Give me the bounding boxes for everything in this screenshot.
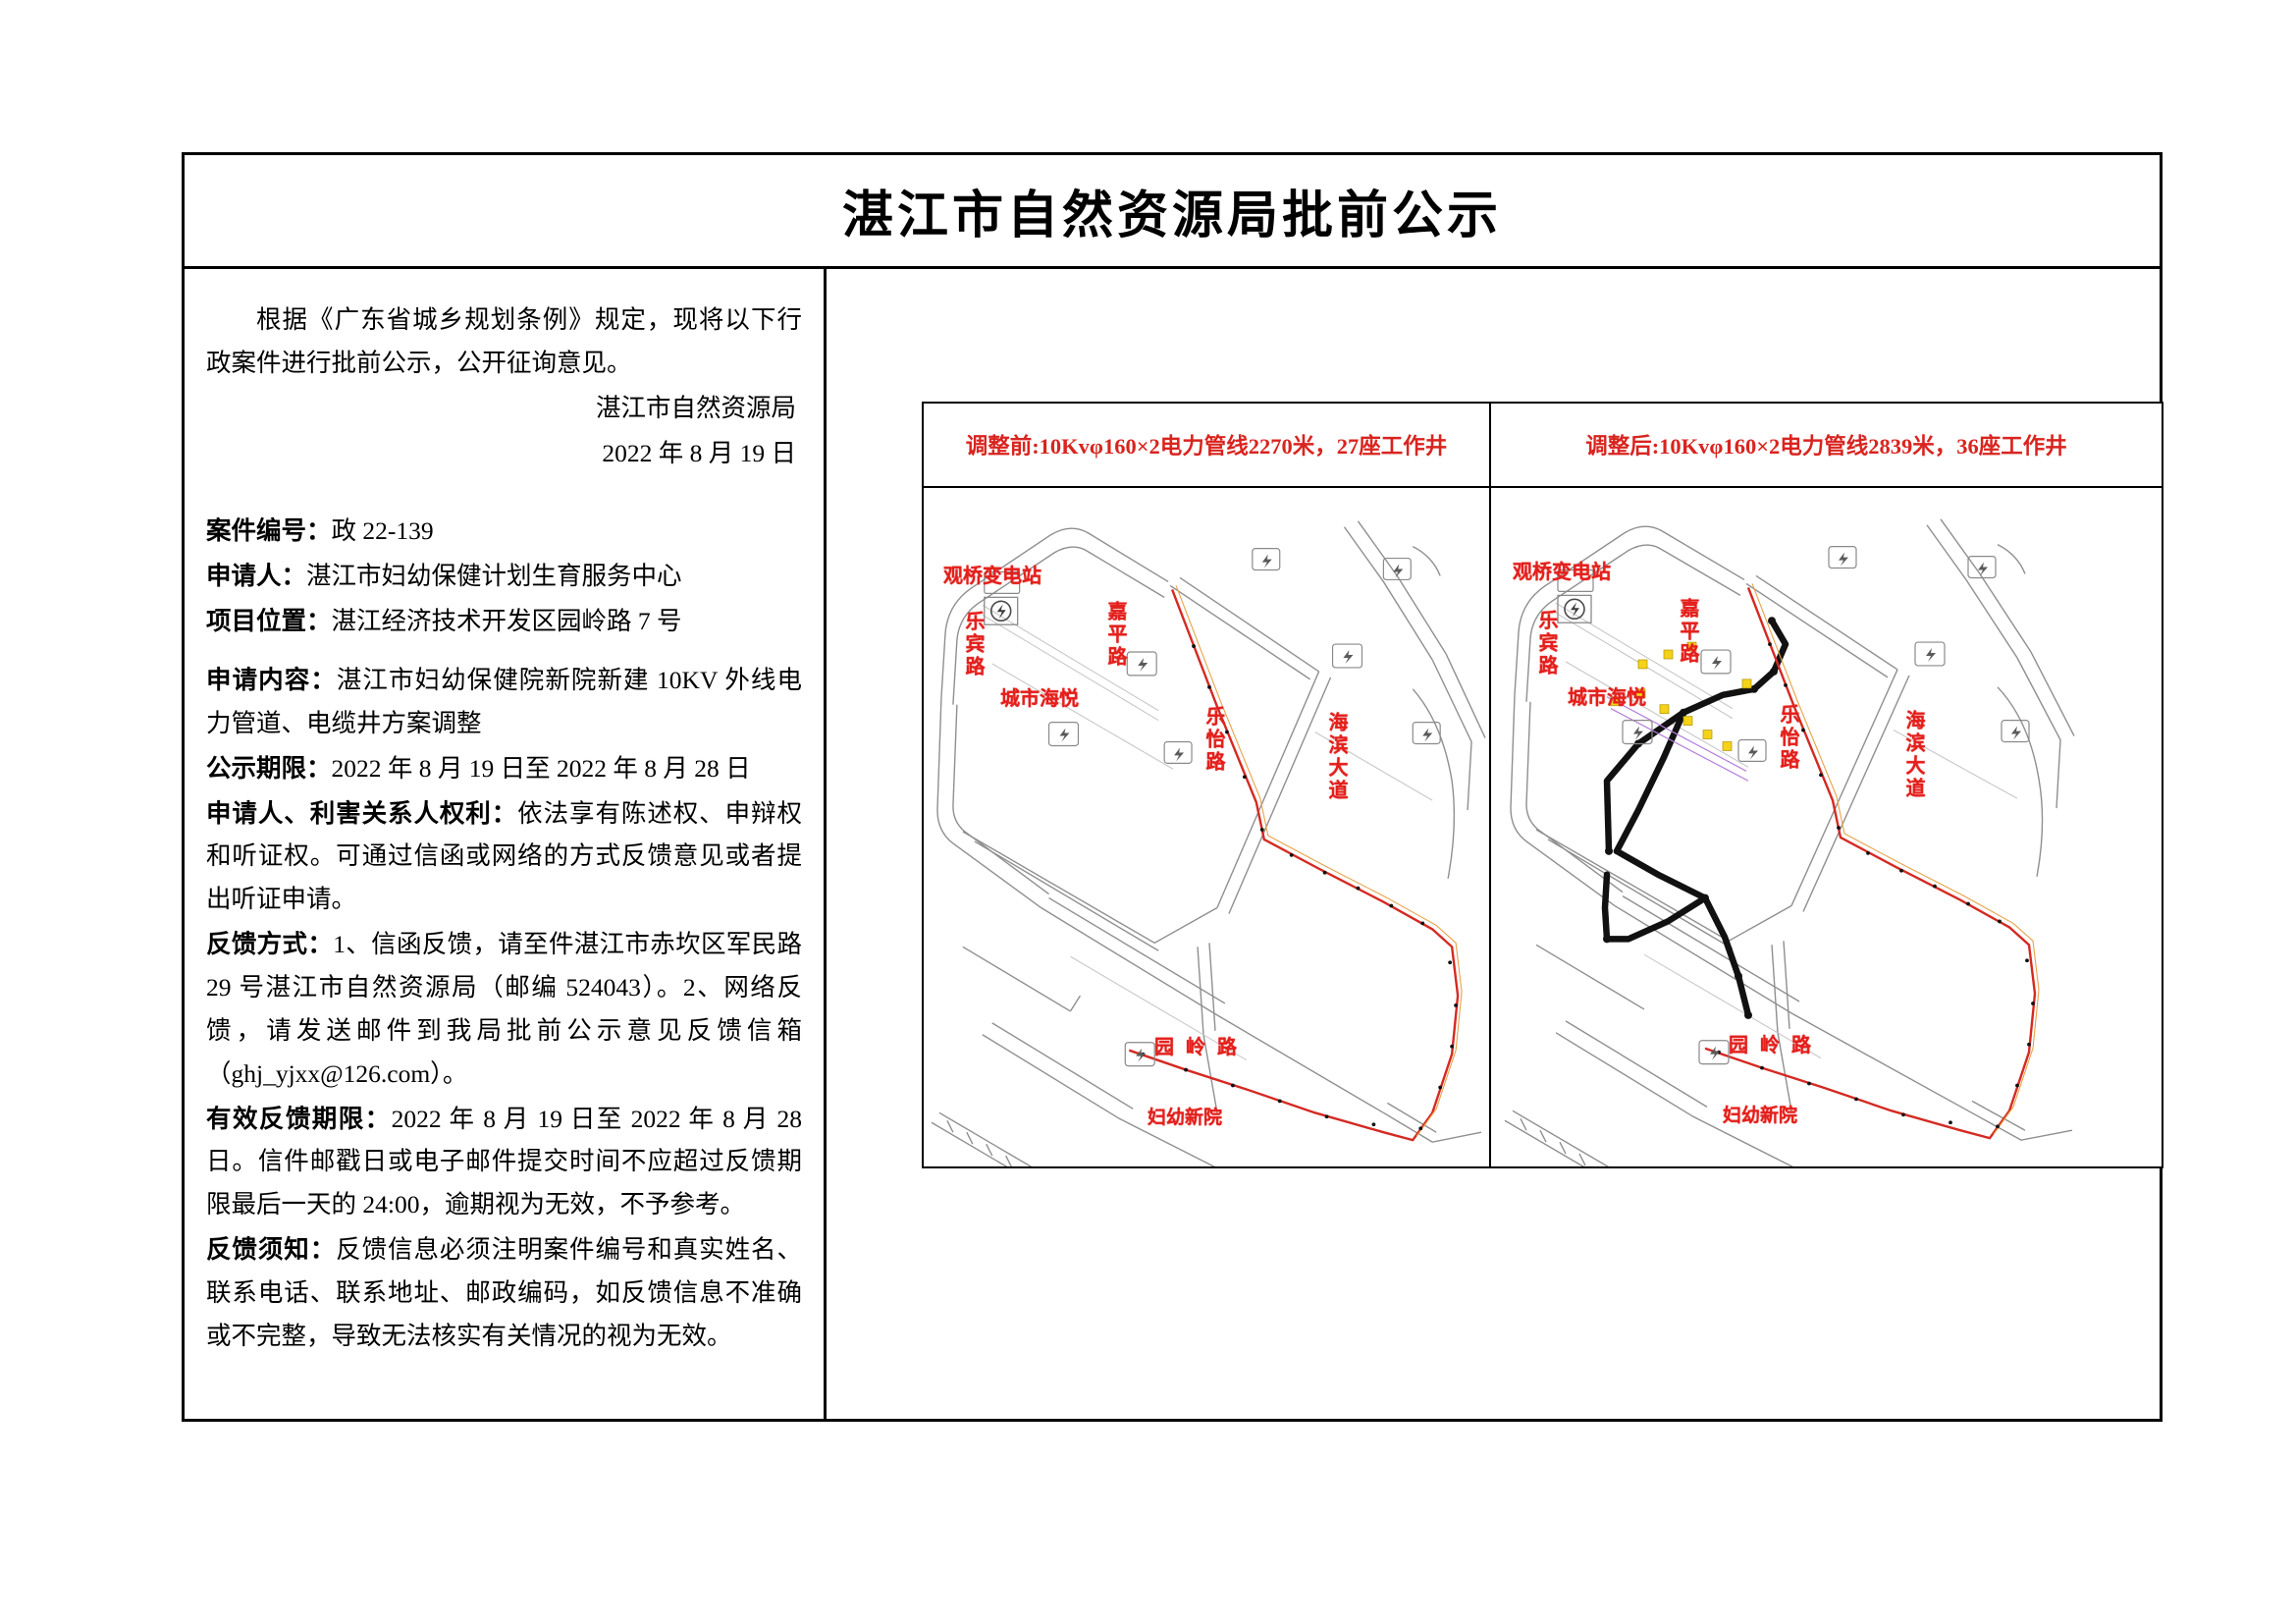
field-project-location-value: 湛江经济技术开发区园岭路 7 号 bbox=[331, 607, 682, 636]
page-title: 湛江市自然资源局批前公示 bbox=[841, 189, 1502, 244]
field-feedback-method: 反馈方式：1、信函反馈，请至件湛江市赤坎区军民路 29 号湛江市自然资源局（邮编… bbox=[206, 923, 802, 1095]
field-application-content-value: 湛江市妇幼保健院新院新建 10KV 外线电力管道、电缆井方案调整 bbox=[206, 666, 802, 737]
field-rights: 申请人、利害关系人权利：依法享有陈述权、申辩权和听证权。可通过信函或网络的方式反… bbox=[206, 792, 802, 922]
map-before-label-chengshi-haiyue: 城市海悦 bbox=[1000, 688, 1079, 710]
field-project-location: 项目位置：湛江经济技术开发区园岭路 7 号 bbox=[206, 600, 802, 643]
field-publicity-period-label: 公示期限： bbox=[206, 753, 332, 783]
map-column: 调整前:10Kvφ160×2电力管线2270米，27座工作井 调整后:10Kvφ… bbox=[827, 269, 2163, 1419]
map-after[interactable]: 观桥变电站 乐宾路 嘉平路 城市海悦 乐怡路 海滨大道 园岭路 妇幼新院 bbox=[1491, 488, 2162, 1166]
field-rights-value: 依法享有陈述权、申辩权和听证权。可通过信函或网络的方式反馈意见或者提出听证申请。 bbox=[206, 798, 802, 914]
substation-symbol-after bbox=[1557, 594, 1592, 623]
field-case-number: 案件编号：政 22-139 bbox=[206, 510, 802, 553]
map-before-label-lebin-road: 乐宾路 bbox=[962, 611, 984, 678]
field-feedback-method-label: 反馈方式： bbox=[206, 930, 334, 959]
map-after-label-yuanling-road: 园岭路 bbox=[1729, 1035, 1823, 1056]
map-before-label-jiaping-road: 嘉平路 bbox=[1104, 601, 1126, 669]
map-before-label-funv-hospital: 妇幼新院 bbox=[1148, 1108, 1223, 1128]
map-after-label-lebin-road: 乐宾路 bbox=[1535, 610, 1557, 677]
map-header-row: 调整前:10Kvφ160×2电力管线2270米，27座工作井 调整后:10Kvφ… bbox=[924, 404, 2162, 488]
map-before-label-substation: 观桥变电站 bbox=[943, 566, 1041, 587]
field-valid-feedback-period-label: 有效反馈期限： bbox=[206, 1104, 392, 1133]
map-after-label-leyi-road: 乐怡路 bbox=[1777, 704, 1798, 772]
field-publicity-period-value: 2022 年 8 月 19 日至 2022 年 8 月 28 日 bbox=[331, 753, 751, 783]
map-before-label-leyi-road: 乐怡路 bbox=[1202, 706, 1224, 774]
field-case-number-label: 案件编号： bbox=[206, 516, 332, 546]
body-row: 根据《广东省城乡规划条例》规定，现将以下行政案件进行批前公示，公开征询意见。 湛… bbox=[185, 269, 2163, 1419]
map-header-before: 调整前:10Kvφ160×2电力管线2270米，27座工作井 bbox=[924, 404, 1491, 486]
field-valid-feedback-period: 有效反馈期限：2022 年 8 月 19 日至 2022 年 8 月 28 日。… bbox=[206, 1098, 802, 1227]
notice-issue-date: 2022 年 8 月 19 日 bbox=[602, 438, 796, 467]
field-project-location-label: 项目位置： bbox=[206, 607, 332, 636]
map-header-after: 调整后:10Kvφ160×2电力管线2839米，36座工作井 bbox=[1585, 434, 2067, 459]
field-rights-label: 申请人、利害关系人权利： bbox=[206, 798, 518, 828]
field-feedback-notes-value: 反馈信息必须注明案件编号和真实姓名、联系电话、联系地址、邮政编码，如反馈信息不准… bbox=[206, 1235, 802, 1350]
field-feedback-notes-label: 反馈须知： bbox=[206, 1235, 337, 1265]
field-applicant-label: 申请人： bbox=[206, 562, 307, 591]
map-after-label-haibin-avenue: 海滨大道 bbox=[1902, 710, 1924, 800]
title-band: 湛江市自然资源局批前公示 bbox=[185, 155, 2160, 269]
map-body-row: 观桥变电站 乐宾路 嘉平路 城市海悦 乐怡路 海滨大道 园岭路 妇幼新院 bbox=[924, 488, 2162, 1166]
substation-symbol-before bbox=[984, 596, 1019, 625]
field-application-content: 申请内容：湛江市妇幼保健院新院新建 10KV 外线电力管道、电缆井方案调整 bbox=[206, 659, 802, 745]
map-comparison-panel: 调整前:10Kvφ160×2电力管线2270米，27座工作井 调整后:10Kvφ… bbox=[922, 402, 2163, 1168]
field-case-number-value: 政 22-139 bbox=[331, 516, 434, 546]
map-after-label-chengshi-haiyue: 城市海悦 bbox=[1568, 687, 1646, 709]
notice-issuer: 湛江市自然资源局 bbox=[595, 393, 796, 422]
map-after-label-jiaping-road: 嘉平路 bbox=[1677, 598, 1698, 666]
map-after-drawing bbox=[1504, 518, 2075, 1166]
field-valid-feedback-period-value: 2022 年 8 月 19 日至 2022 年 8 月 28 日。信件邮戳日或电… bbox=[206, 1104, 802, 1219]
field-applicant-value: 湛江市妇幼保健计划生育服务中心 bbox=[306, 562, 682, 591]
field-publicity-period: 公示期限：2022 年 8 月 19 日至 2022 年 8 月 28 日 bbox=[206, 747, 802, 790]
notice-text-column: 根据《广东省城乡规划条例》规定，现将以下行政案件进行批前公示，公开征询意见。 湛… bbox=[185, 269, 827, 1419]
field-feedback-notes: 反馈须知：反馈信息必须注明案件编号和真实姓名、联系电话、联系地址、邮政编码，如反… bbox=[206, 1228, 802, 1358]
notice-intro: 根据《广东省城乡规划条例》规定，现将以下行政案件进行批前公示，公开征询意见。 bbox=[206, 305, 802, 377]
map-after-label-substation: 观桥变电站 bbox=[1513, 562, 1611, 583]
document-frame: 湛江市自然资源局批前公示 根据《广东省城乡规划条例》规定，现将以下行政案件进行批… bbox=[182, 152, 2163, 1422]
field-application-content-label: 申请内容： bbox=[206, 666, 337, 695]
field-feedback-method-value: 1、信函反馈，请至件湛江市赤坎区军民路 29 号湛江市自然资源局（邮编 5240… bbox=[206, 930, 802, 1088]
map-after-label-funv-hospital: 妇幼新院 bbox=[1723, 1106, 1798, 1126]
field-applicant: 申请人：湛江市妇幼保健计划生育服务中心 bbox=[206, 555, 802, 598]
map-before-label-haibin-avenue: 海滨大道 bbox=[1325, 712, 1347, 802]
map-before-drawing bbox=[931, 520, 1486, 1166]
map-before[interactable]: 观桥变电站 乐宾路 嘉平路 城市海悦 乐怡路 海滨大道 园岭路 妇幼新院 bbox=[924, 488, 1491, 1166]
map-before-label-yuanling-road: 园岭路 bbox=[1154, 1037, 1249, 1058]
